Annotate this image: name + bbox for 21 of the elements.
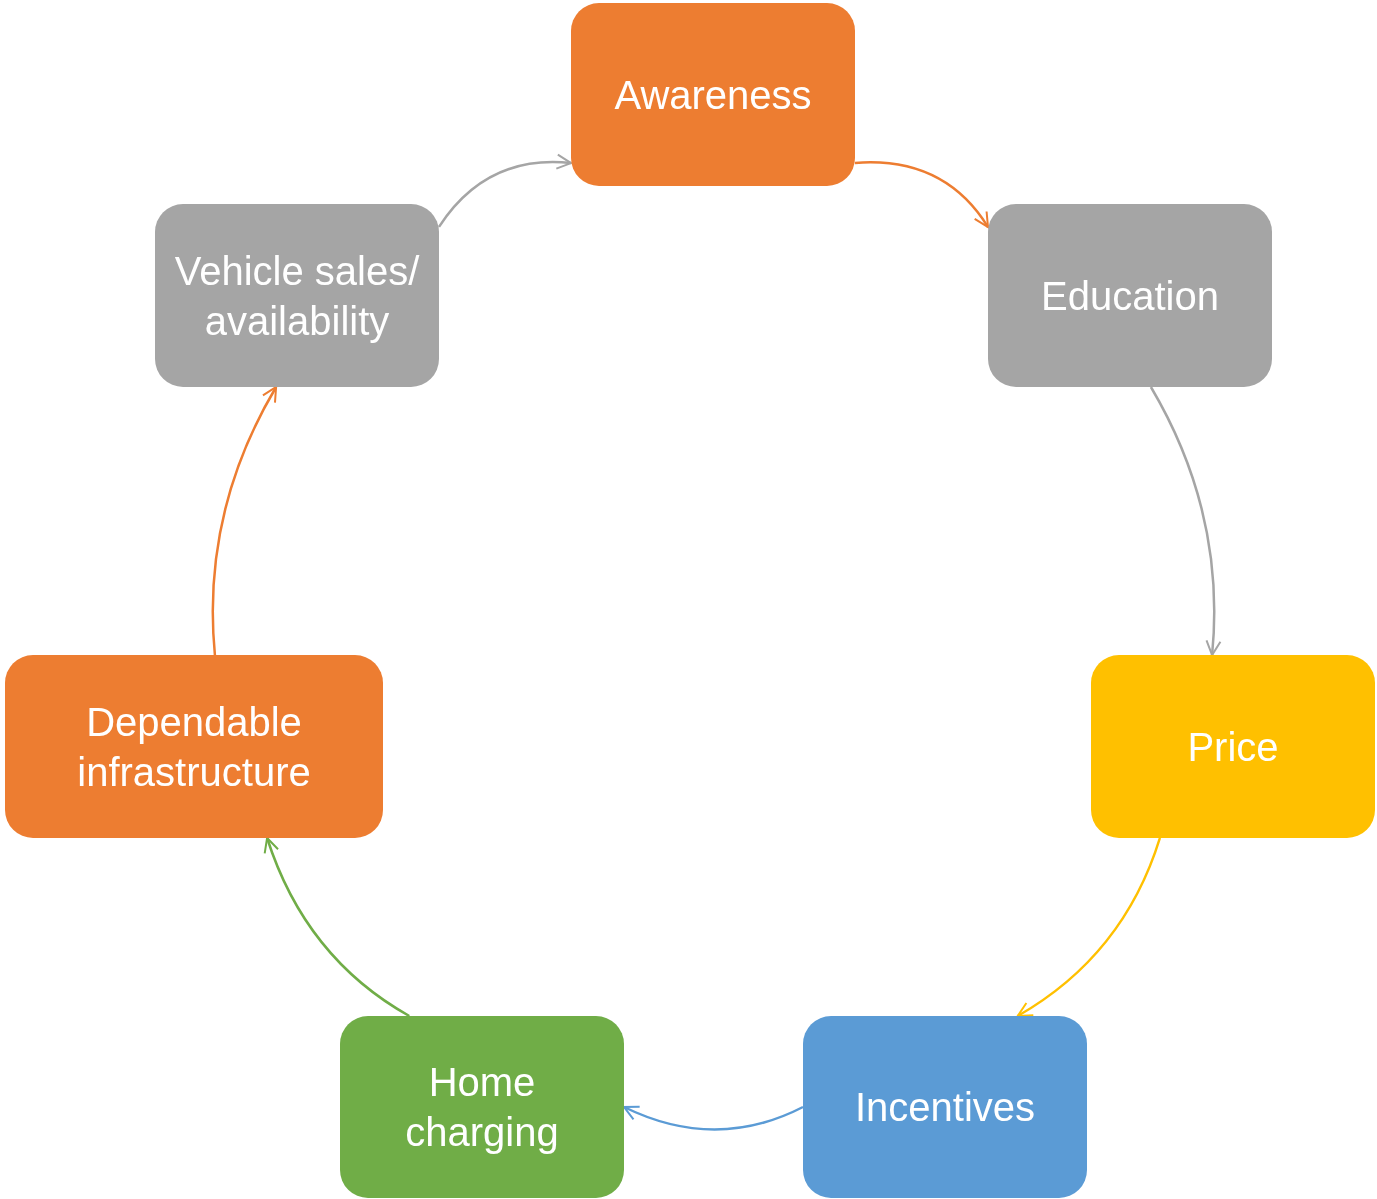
box-label: Awareness	[614, 71, 812, 119]
curved-arrow	[854, 161, 990, 229]
process-box	[803, 1016, 1087, 1198]
process-box	[1091, 655, 1375, 838]
box-label: Home charging	[404, 1059, 560, 1156]
process-box	[340, 1016, 624, 1198]
box-label: Dependable infrastructure	[76, 698, 312, 796]
box-label: Incentives	[854, 1084, 1036, 1131]
process-box	[155, 204, 439, 387]
curved-arrow	[437, 154, 572, 228]
box-label: Vehicle sales/ availability	[173, 247, 421, 345]
process-box	[988, 204, 1272, 387]
process-box	[571, 3, 855, 186]
box-label: Price	[1187, 723, 1279, 771]
curved-arrow	[623, 1105, 804, 1131]
curved-arrow	[1149, 386, 1222, 656]
process-box	[5, 655, 383, 838]
curved-arrow	[1016, 837, 1162, 1018]
curved-arrow	[264, 837, 410, 1018]
box-label: Education	[1041, 272, 1219, 320]
curved-arrow	[211, 386, 278, 656]
